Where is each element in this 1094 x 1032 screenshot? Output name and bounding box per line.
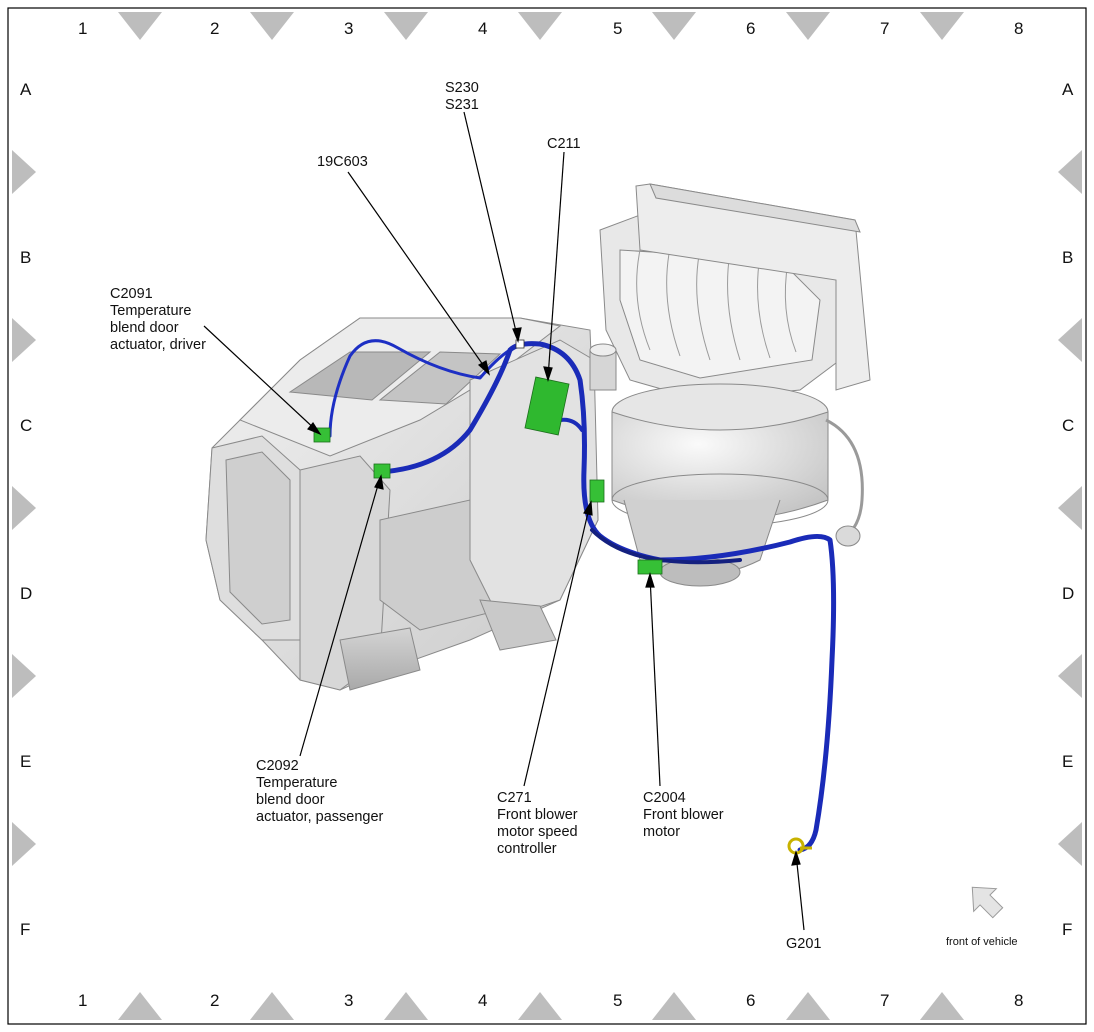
callout-g201: G201 [786, 936, 821, 952]
grid-row-left-f: F [20, 920, 30, 939]
grid-col-bottom-3: 3 [344, 991, 353, 1010]
grid-row-right-f: F [1062, 920, 1072, 939]
wiring-harness [328, 339, 837, 853]
grid-col-bottom-7: 7 [880, 991, 889, 1010]
grid-col-bottom-4: 4 [478, 991, 487, 1010]
callout-19c603: 19C603 [317, 154, 368, 170]
grid-row-right-b: B [1062, 248, 1073, 267]
grid-col-top-1: 1 [78, 19, 87, 38]
grid-col-top-2: 2 [210, 19, 219, 38]
border-markers [12, 12, 1082, 1020]
grid-row-left-e: E [20, 752, 31, 771]
grid-row-right-c: C [1062, 416, 1074, 435]
arrow-up-right-icon [971, 886, 1004, 919]
connector-c271[interactable] [589, 479, 605, 503]
grid-col-top-4: 4 [478, 19, 487, 38]
grid-col-bottom-6: 6 [746, 991, 755, 1010]
grid-row-left-a: A [20, 80, 32, 99]
grid-row-right-d: D [1062, 584, 1074, 603]
splice-s230[interactable] [515, 339, 525, 349]
connectors [313, 339, 663, 575]
callout-c211: C211 [547, 136, 581, 152]
grid-row-left-c: C [20, 416, 32, 435]
grid-col-bottom-1: 1 [78, 991, 87, 1010]
grid-row-left-b: B [20, 248, 31, 267]
grid-col-bottom-5: 5 [613, 991, 622, 1010]
grid-col-top-7: 7 [880, 19, 889, 38]
leader-lines [203, 111, 805, 931]
grid-row-left-d: D [20, 584, 32, 603]
connector-c2092[interactable] [373, 463, 391, 479]
connector-c211[interactable] [524, 376, 570, 436]
front-of-vehicle-indicator: front of vehicle [946, 886, 1018, 948]
grid-col-top-6: 6 [746, 19, 755, 38]
hvac-module-illustration [205, 183, 871, 691]
grid-col-top-3: 3 [344, 19, 353, 38]
grid-col-top-8: 8 [1014, 19, 1023, 38]
front-of-vehicle-label: front of vehicle [946, 936, 1018, 948]
grid-row-right-e: E [1062, 752, 1073, 771]
grid-col-bottom-8: 8 [1014, 991, 1023, 1010]
diagram-frame [7, 7, 1087, 1025]
grid-col-bottom-2: 2 [210, 991, 219, 1010]
grid-col-top-5: 5 [613, 19, 622, 38]
grid-row-right-a: A [1062, 80, 1074, 99]
connector-c2004[interactable] [637, 559, 663, 575]
